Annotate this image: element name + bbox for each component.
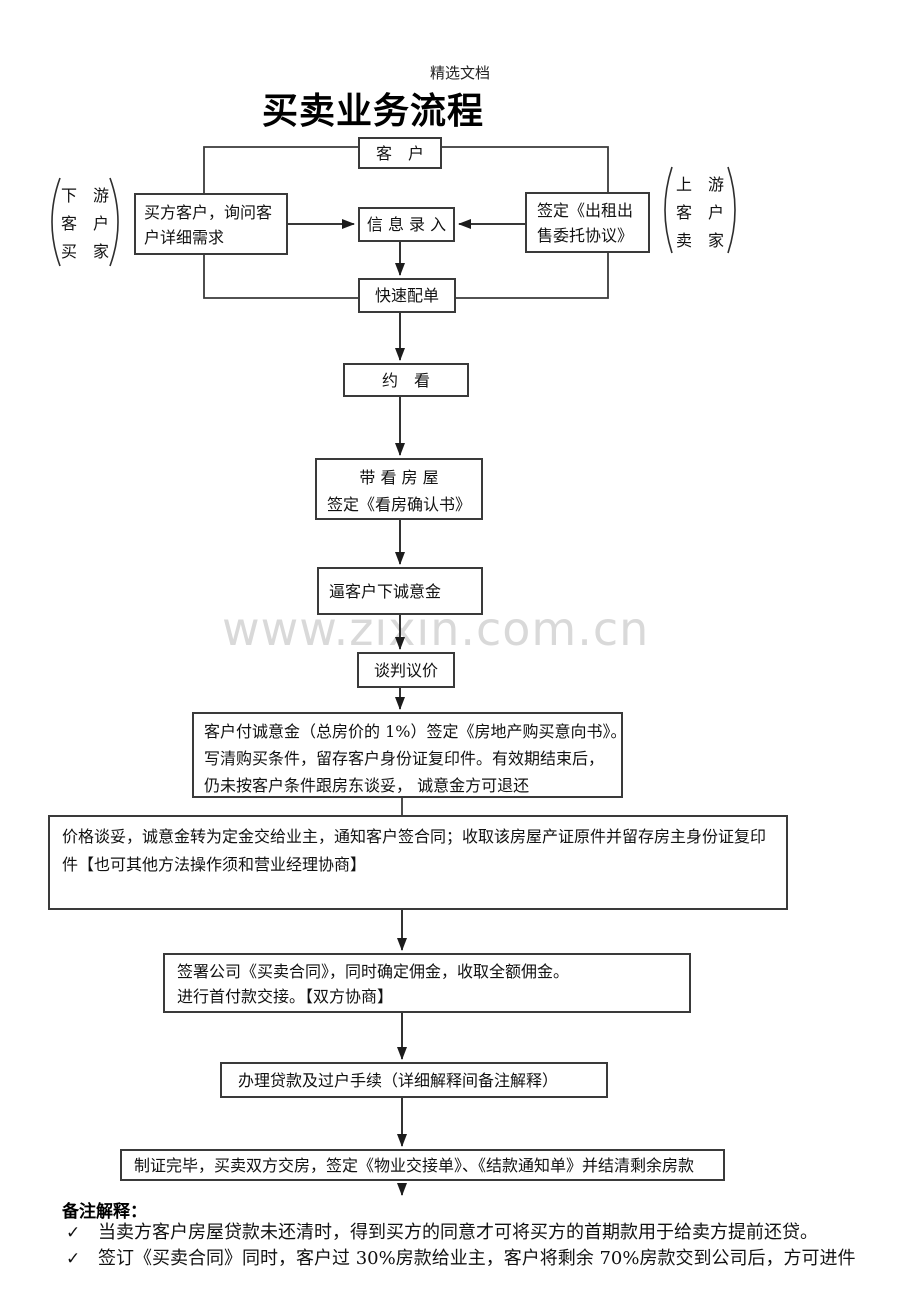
note-text: 当卖方客户房屋贷款未还清时，得到买方的同意才可将买方的首期款用于给卖方提前还贷。 (98, 1222, 818, 1243)
customer-box: 客 户 (358, 137, 442, 169)
upstream-customer-label: 上 游 客 户 卖 家 (675, 175, 724, 250)
paren-left-close (109, 177, 119, 267)
note-text: 签订《买卖合同》同时，客户过 30%房款给业主，客户将剩余 70%房款交到公司后… (98, 1248, 856, 1269)
earnest-money-box: 逼客户下诚意金 (317, 567, 483, 615)
paren-left-open (51, 177, 61, 267)
check-icon: ✓ (66, 1249, 81, 1269)
page-title: 买卖业务流程 (262, 90, 485, 132)
house-viewing-box: 带 看 房 屋 签定《看房确认书》 (315, 458, 483, 520)
check-icon: ✓ (66, 1223, 81, 1243)
header-note: 精选文档 (429, 64, 490, 82)
sales-contract-box: 签署公司《买卖合同》，同时确定佣金，收取全额佣金。 进行首付款交接。【双方协商】 (163, 953, 691, 1013)
loan-transfer-box: 办理贷款及过户手续（详细解释间备注解释） (220, 1062, 608, 1098)
notes-heading: 备注解释： (62, 1202, 147, 1222)
flow-arrows (288, 219, 525, 1196)
downstream-customer-label: 下 游 客 户 买 家 (60, 186, 109, 261)
listing-agreement-box: 签定《出租出 售委托协议》 (525, 192, 650, 253)
loop-lines (203, 146, 609, 815)
handover-box: 制证完毕，买卖双方交房，签定《物业交接单》、《结款通知单》并结清剩余房款 (120, 1149, 725, 1181)
note-item: ✓ 当卖方客户房屋贷款未还清时，得到买方的同意才可将买方的首期款用于给卖方提前还… (66, 1221, 818, 1245)
quick-match-box: 快速配单 (358, 278, 456, 313)
deposit-transfer-box: 价格谈妥，诚意金转为定金交给业主，通知客户签合同；收取该房屋产证原件并留存房主身… (48, 815, 788, 910)
note-item: ✓ 签订《买卖合同》同时，客户过 30%房款给业主，客户将剩余 70%房款交到公… (66, 1247, 855, 1271)
bracket-shapes (51, 166, 736, 267)
info-entry-box: 信 息 录 入 (358, 207, 455, 242)
purchase-intent-box: 客户付诚意金（总房价的 1%）签定《房地产购买意向书》。 写清购买条件，留存客户… (192, 712, 626, 798)
buyer-inquiry-box: 买方客户，询问客 户详细需求 (134, 193, 288, 255)
negotiation-box: 谈判议价 (357, 652, 455, 688)
paren-right-open (664, 166, 673, 254)
appointment-box: 约 看 (343, 363, 469, 397)
paren-right-close (727, 166, 736, 254)
